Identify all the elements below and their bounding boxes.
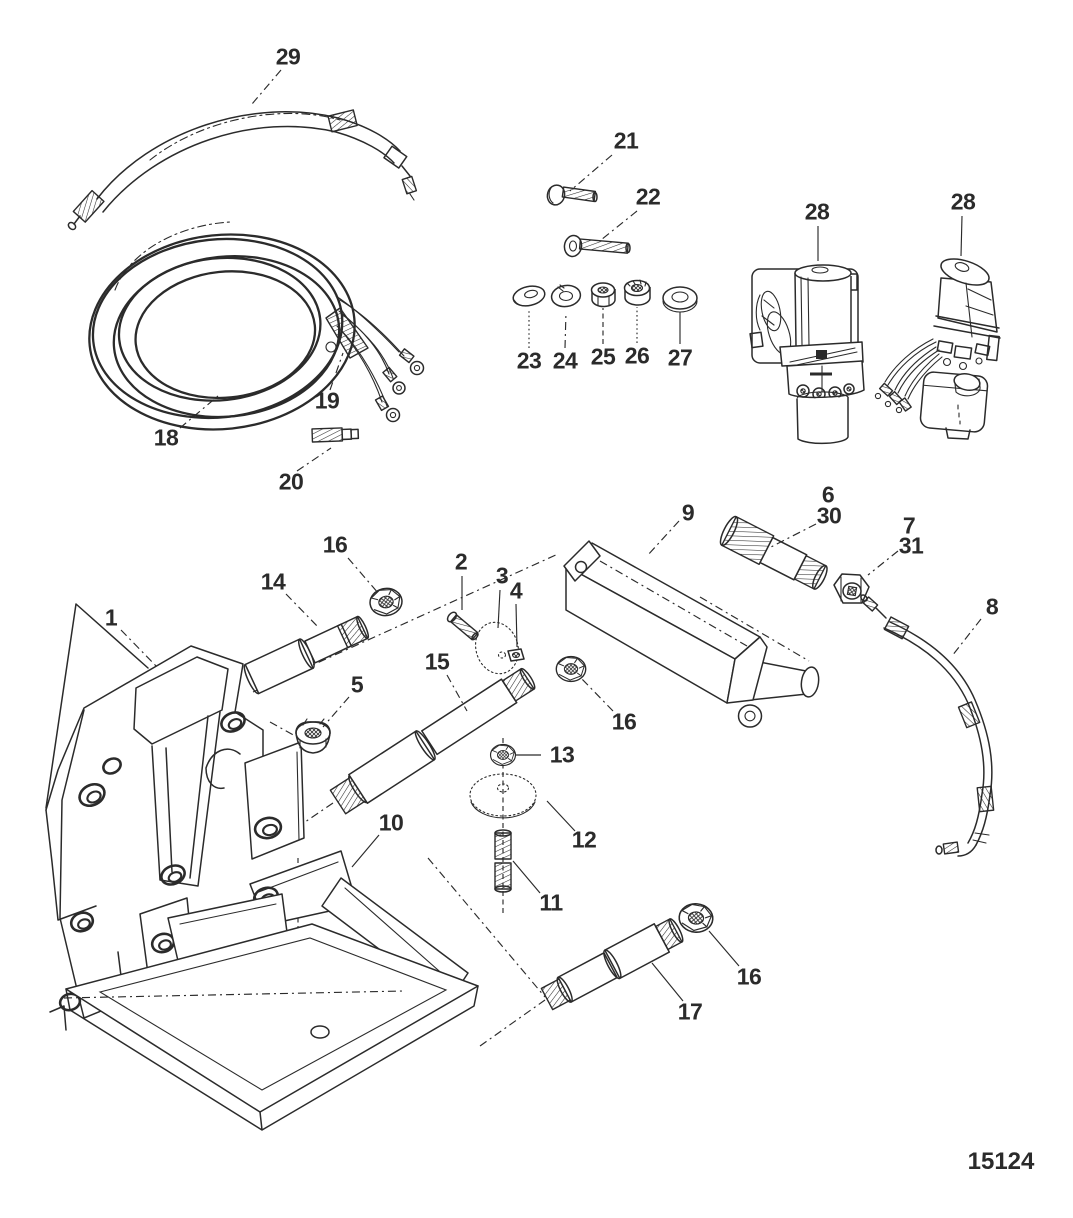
screw-21-drawing	[546, 184, 598, 206]
stud-15-drawing	[329, 667, 536, 815]
locknut-16-upper-drawing	[367, 585, 405, 619]
callout-13: 13	[549, 741, 575, 768]
callout-16-middle: 16	[611, 708, 637, 735]
washer-23-drawing	[512, 285, 546, 307]
callout-1: 1	[104, 604, 118, 631]
wiring-harness-18-drawing	[88, 221, 425, 443]
callout-16-lower: 16	[736, 963, 762, 990]
callout-5: 5	[350, 671, 364, 698]
callout-18: 18	[153, 424, 179, 451]
connector-19-drawing	[325, 307, 369, 359]
callout-28-left: 28	[804, 198, 830, 225]
drawing-number: 15124	[967, 1148, 1035, 1175]
callout-23: 23	[516, 347, 542, 374]
washer-12-drawing	[469, 773, 537, 819]
screw-2-drawing	[446, 611, 479, 641]
locknut-16-middle-drawing	[555, 655, 587, 683]
callout-21: 21	[613, 127, 639, 154]
callout-2: 2	[454, 548, 468, 575]
callout-17: 17	[677, 998, 703, 1025]
anchor-bar-9-drawing	[563, 540, 820, 728]
hose-29-drawing	[67, 109, 418, 231]
callout-26: 26	[624, 342, 650, 369]
callout-30: 30	[816, 502, 842, 529]
locknut-13-drawing	[489, 743, 517, 767]
lockwasher-24-drawing	[550, 284, 582, 308]
washer-27-drawing	[662, 286, 698, 313]
stud-17-drawing	[540, 918, 684, 1011]
callout-15: 15	[424, 648, 450, 675]
callout-25: 25	[590, 343, 616, 370]
nut-4-drawing	[507, 648, 525, 662]
callout-8: 8	[985, 593, 999, 620]
callout-14: 14	[260, 568, 286, 595]
callout-10: 10	[378, 809, 404, 836]
callout-leader-lines	[120, 69, 982, 1002]
stud-11-drawing	[494, 829, 512, 893]
callout-3: 3	[495, 562, 509, 589]
nut-7-31-drawing	[833, 573, 870, 604]
trim-pump-28-left-drawing	[749, 264, 865, 445]
callout-29: 29	[275, 43, 301, 70]
sleeve-20-drawing	[311, 427, 360, 443]
trim-pump-28-right-drawing	[874, 258, 1001, 440]
callout-27: 27	[667, 344, 693, 371]
callout-31: 31	[898, 532, 924, 559]
locknut-16-lower-drawing	[677, 901, 715, 935]
callout-7: 7	[902, 512, 916, 539]
callout-24: 24	[552, 347, 578, 374]
lower-bracket-drawing	[63, 850, 479, 1131]
callout-22: 22	[635, 183, 661, 210]
callout-4: 4	[509, 577, 523, 604]
callout-16-upper: 16	[322, 531, 348, 558]
callout-11: 11	[539, 889, 563, 916]
callout-19: 19	[314, 387, 340, 414]
stud-14-drawing	[243, 615, 370, 695]
locknut-26-drawing	[623, 279, 651, 306]
plug-5-drawing	[295, 718, 331, 754]
screw-22-drawing	[563, 234, 631, 258]
callout-9: 9	[681, 499, 695, 526]
callout-20: 20	[278, 468, 304, 495]
callout-28-right: 28	[950, 188, 976, 215]
hose-8-drawing	[860, 594, 995, 857]
nut-25-drawing	[590, 282, 616, 308]
fitting-6-30-drawing	[719, 515, 828, 590]
callout-12: 12	[571, 826, 597, 853]
callout-6: 6	[821, 481, 835, 508]
